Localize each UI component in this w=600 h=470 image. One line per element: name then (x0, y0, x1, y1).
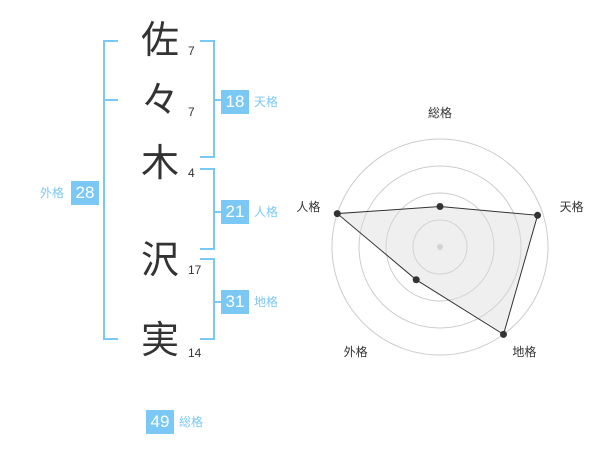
gaikaku-value: 28 (71, 181, 99, 205)
name-char-5: 実 (140, 318, 179, 362)
radar-axis-label-1: 総格 (428, 105, 452, 120)
chikaku-value: 31 (221, 290, 249, 314)
radar-axis-label-5: 人格 (296, 199, 320, 214)
name-char-1: 佐 (140, 18, 179, 62)
radar-point-2 (534, 211, 542, 219)
jinkaku-label: 人格 (254, 205, 279, 219)
name-char-4: 沢 (140, 238, 179, 282)
stroke-count-1: 7 (188, 44, 195, 58)
radar-ring-2 (385, 192, 495, 302)
chikaku-bracket (200, 258, 222, 340)
gaikaku-label: 外格 (40, 186, 65, 200)
radar-series-polygon (336, 205, 539, 336)
radar-point-4 (412, 276, 420, 284)
name-char-3: 木 (140, 141, 179, 185)
name-char-2: 々 (140, 78, 179, 122)
tenkaku-label: 天格 (254, 95, 279, 109)
jinkaku-bracket (200, 168, 222, 250)
radar-point-5 (333, 210, 341, 218)
stroke-count-5: 14 (188, 346, 202, 360)
radar-ring-4 (331, 138, 549, 356)
radar-center-dot (437, 244, 443, 250)
radar-ring-3 (358, 165, 522, 329)
radar-point-1 (436, 203, 444, 210)
chikaku-label: 地格 (254, 295, 279, 309)
soukaku-value: 49 (146, 410, 174, 434)
soukaku-label: 総格 (179, 415, 204, 429)
radar-ring-1 (412, 219, 468, 275)
tenkaku-value: 18 (221, 90, 249, 114)
jinkaku-value: 21 (221, 200, 249, 224)
radar-point-3 (499, 330, 507, 338)
radar-axis-label-4: 外格 (344, 344, 368, 359)
gaikaku-bracket (103, 40, 118, 340)
tenkaku-bracket (200, 40, 222, 158)
radar-axis-label-2: 天格 (560, 199, 584, 214)
stroke-count-3: 4 (188, 166, 195, 180)
stroke-count-4: 17 (188, 263, 202, 277)
stroke-count-2: 7 (188, 105, 195, 119)
radar-axis-label-3: 地格 (512, 344, 536, 359)
